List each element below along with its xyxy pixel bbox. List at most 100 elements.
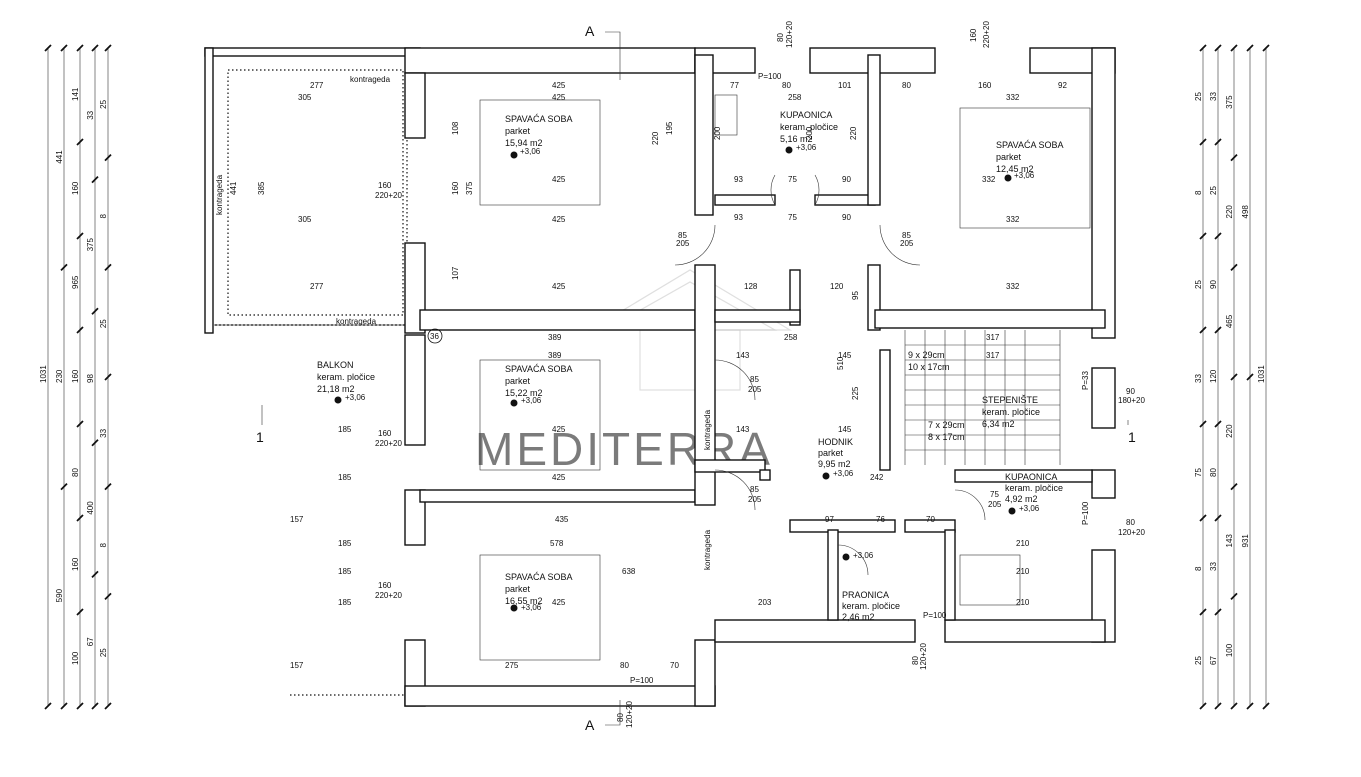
left-chain-inner2-tick: [91, 702, 99, 710]
dimension-label: 332: [982, 175, 996, 184]
left-chain-mid-value: 230: [55, 369, 64, 383]
dimension-label: 80: [911, 656, 920, 665]
left-chain-inner2-value: 33: [86, 110, 95, 119]
room-floor: keram. pločice: [317, 372, 375, 382]
room-name: SPAVAĆA SOBA: [505, 364, 573, 374]
room-name: HODNIK: [818, 437, 853, 447]
left-chain-inner1-tick: [76, 232, 84, 240]
left-chain-outer-tick: [44, 44, 52, 52]
section-1-right: 1: [1128, 429, 1136, 445]
dimension-label: 145: [838, 425, 852, 434]
dimension-label: 80: [616, 713, 625, 722]
right-chain-inner2-tick: [1214, 138, 1222, 146]
right-chain-mid-value: 498: [1241, 205, 1250, 219]
level-marker-icon: [334, 396, 342, 404]
right-chain-inner1-tick: [1230, 592, 1238, 600]
dimension-label: 145: [838, 351, 852, 360]
left-chain-inner3-tick: [104, 154, 112, 162]
kontrageda-top: kontrageda: [350, 75, 391, 84]
dimension-label: 160: [969, 28, 978, 42]
right-chain-outer-value: 1031: [1257, 365, 1266, 383]
level-marker-icon: [785, 146, 793, 154]
left-chain-inner3-tick: [104, 263, 112, 271]
left-chain-inner2-value: 375: [86, 238, 95, 252]
room-name: SPAVAĆA SOBA: [996, 140, 1064, 150]
stair-lower-1: 7 x 29cm: [928, 420, 965, 430]
dimension-label: 220+20: [375, 439, 402, 448]
dimension-label: 275: [505, 661, 519, 670]
dimension-label: 220+20: [982, 21, 991, 48]
dimension-label: 305: [298, 93, 312, 102]
dimension-label: 75: [788, 213, 797, 222]
kontrageda-labels: kontrageda kontrageda kontrageda kontrag…: [215, 75, 712, 570]
dimension-label: 441: [229, 181, 238, 195]
right-chain-mid-tick: [1246, 44, 1254, 52]
room-bath1: KUPAONICA keram. pločice 5,16 m2 +3,06: [780, 110, 838, 154]
room-stairs: STEPENIŠTE keram. pločice 6,34 m2: [982, 395, 1040, 429]
dimension-label: 90: [842, 175, 851, 184]
stair-lower-2: 8 x 17cm: [928, 432, 965, 442]
right-chain-inner1-value: 465: [1225, 314, 1234, 328]
right-chain-mid-tick: [1246, 702, 1254, 710]
right-chain-inner1-value: 220: [1225, 424, 1234, 438]
room-level: +3,06: [796, 143, 817, 152]
right-chain-inner3-tick: [1199, 326, 1207, 334]
dimension-label: 160: [451, 181, 460, 195]
left-chain-inner2-value: 98: [86, 374, 95, 383]
room-area: 15,94 m2: [505, 138, 543, 148]
dimension-label: 332: [1006, 215, 1020, 224]
room-floor: parket: [818, 448, 844, 458]
dimension-label: 157: [290, 515, 304, 524]
right-chain-inner2-tick: [1214, 514, 1222, 522]
p100-bottom: P=100: [630, 676, 654, 685]
dimension-label: 317: [986, 333, 1000, 342]
room-bed4: SPAVAĆA SOBA parket 16,55 m2 +3,06: [505, 572, 573, 612]
dimension-label: 120+20: [919, 643, 928, 670]
right-chain-inner3-tick: [1199, 514, 1207, 522]
column-marker-icon: [427, 328, 443, 344]
dimension-label: 205: [748, 385, 762, 394]
dimension-label: 93: [734, 213, 743, 222]
room-floor: keram. pločice: [982, 407, 1040, 417]
left-chain-inner1-tick: [76, 608, 84, 616]
room-level: +3,06: [521, 396, 542, 405]
kontrageda-v1: kontrageda: [703, 409, 712, 450]
dimension-label: 210: [1016, 567, 1030, 576]
dimension-label: 375: [465, 181, 474, 195]
dimension-label: 160: [378, 429, 392, 438]
dimension-label: 185: [338, 598, 352, 607]
level-marker-icon: [822, 472, 830, 480]
dimension-label: 425: [552, 81, 566, 90]
section-1-left: 1: [256, 429, 264, 445]
left-chain-outer-tick: [44, 702, 52, 710]
left-chain-inner1-tick: [76, 514, 84, 522]
level-marker-icon: [510, 399, 518, 407]
dimension-label: 277: [310, 81, 324, 90]
dimension-label: 90: [1126, 387, 1135, 396]
right-chain-inner3-tick: [1199, 138, 1207, 146]
right-chain-inner2-value: 80: [1209, 468, 1218, 477]
left-chain-inner3-value: 8: [99, 214, 108, 219]
dimension-label: 425: [552, 175, 566, 184]
dimension-label: 160: [378, 581, 392, 590]
right-chain-inner1-value: 143: [1225, 534, 1234, 548]
left-chain-inner1-value: 141: [71, 87, 80, 101]
section-a-top: A: [585, 23, 595, 39]
section-markers: A A 1 1: [256, 23, 1136, 733]
room-level: +3,06: [345, 393, 366, 402]
kontrageda-bottom: kontrageda: [336, 317, 377, 326]
left-chain-inner1-value: 160: [71, 557, 80, 571]
dimension-label: 425: [552, 215, 566, 224]
right-chain-inner3-value: 75: [1194, 468, 1203, 477]
dimension-label: 143: [736, 351, 750, 360]
dimension-label: 120+20: [1118, 528, 1145, 537]
stair-upper-1: 9 x 29cm: [908, 350, 945, 360]
dimension-label: 220+20: [375, 191, 402, 200]
dimension-label: 200: [805, 126, 814, 140]
stair-labels: 9 x 29cm 10 x 17cm 7 x 29cm 8 x 17cm: [908, 350, 965, 442]
room-bed1: SPAVAĆA SOBA parket 15,94 m2 +3,06: [505, 114, 573, 159]
left-chain-inner3-value: 33: [99, 428, 108, 437]
level-marker-icon: [1004, 174, 1012, 182]
dimension-label: 90: [842, 213, 851, 222]
right-chain-inner3-value: 25: [1194, 656, 1203, 665]
